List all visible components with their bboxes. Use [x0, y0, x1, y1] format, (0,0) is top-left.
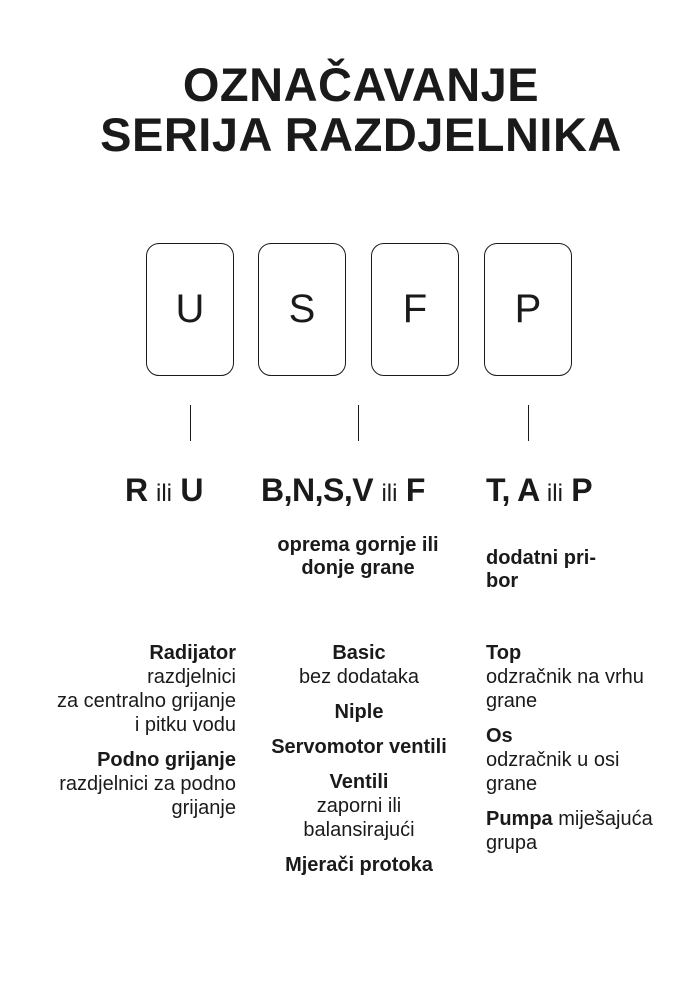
page-title: OZNAČAVANJE SERIJA RAZDJELNIKA: [0, 60, 700, 160]
entry-mjeraci: Mjerači protoka: [248, 853, 470, 877]
connector-line-3: [528, 405, 529, 441]
code-first-a: R: [125, 472, 148, 508]
code-second-a: B,N,S,V: [261, 472, 374, 508]
mjeraci-title: Mjerači protoka: [285, 854, 433, 876]
top-desc-1: odzračnik na vrhu: [486, 666, 644, 688]
note-third-line-2: bor: [486, 570, 519, 592]
code-second-b: F: [405, 472, 426, 508]
note-third: dodatni pri- bor: [486, 547, 646, 593]
top-title: Top: [486, 642, 522, 664]
radijator-desc-3: i pitku vodu: [134, 714, 236, 736]
title-line-2: SERIJA RAZDJELNIKA: [100, 108, 622, 161]
code-box-2: S: [258, 243, 346, 376]
ventili-desc-1: zaporni ili: [316, 795, 402, 817]
podno-desc-2: grijanje: [171, 797, 236, 819]
title-line-1: OZNAČAVANJE: [182, 58, 540, 111]
entry-os: Os odzračnik u osi grane: [486, 724, 686, 796]
code-third-a: T, A: [486, 472, 539, 508]
radijator-desc-1: razdjelnici: [147, 666, 236, 688]
basic-title: Basic: [332, 642, 386, 664]
code-box-3: F: [371, 243, 459, 376]
connector-line-2: [358, 405, 359, 441]
note-second-line-2: donje grane: [301, 557, 415, 579]
os-title: Os: [486, 725, 513, 747]
os-desc-1: odzračnik u osi: [486, 749, 620, 771]
ventili-title: Ventili: [329, 771, 389, 793]
middle-column: Basic bez dodataka Niple Servomotor vent…: [248, 641, 470, 888]
entry-radijator: Radijator razdjelnici za centralno grija…: [20, 641, 236, 737]
code-first-sep: ili: [156, 480, 172, 507]
servo-title: Servomotor ventili: [271, 736, 447, 758]
right-column: Top odzračnik na vrhu grane Os odzračnik…: [486, 641, 686, 866]
note-third-line-1: dodatni pri-: [486, 547, 596, 569]
code-box-4: P: [484, 243, 572, 376]
radijator-desc-2: za centralno grijanje: [57, 690, 236, 712]
left-column: Radijator razdjelnici za centralno grija…: [20, 641, 236, 831]
ventili-desc-2: balansirajući: [303, 819, 415, 841]
basic-desc: bez dodataka: [298, 666, 420, 688]
top-desc-2: grane: [486, 690, 538, 712]
podno-title: Podno grijanje: [97, 749, 236, 771]
os-desc-2: grane: [486, 773, 538, 795]
entry-ventili: Ventili zaporni ili balansirajući: [248, 770, 470, 842]
code-second-sep: ili: [381, 480, 398, 507]
code-first-b: U: [180, 472, 203, 508]
pumpa-title: Pumpa: [486, 808, 553, 830]
code-option-first: R ili U: [125, 472, 203, 512]
pumpa-desc-1: miješajuća: [558, 808, 653, 830]
code-option-second: B,N,S,V ili F: [261, 472, 425, 512]
podno-desc-1: razdjelnici za podno: [59, 773, 236, 795]
pumpa-desc-2: grupa: [486, 832, 538, 854]
niple-title: Niple: [334, 701, 384, 723]
connector-line-1: [190, 405, 191, 441]
note-second-line-1: oprema gornje ili: [277, 534, 439, 556]
code-box-1: U: [146, 243, 234, 376]
entry-niple: Niple: [248, 700, 470, 724]
code-third-b: P: [571, 472, 593, 508]
radijator-title: Radijator: [149, 642, 236, 664]
entry-servomotor: Servomotor ventili: [248, 735, 470, 759]
entry-pumpa: Pumpa miješajuća grupa: [486, 807, 686, 855]
entry-top: Top odzračnik na vrhu grane: [486, 641, 686, 713]
code-third-sep: ili: [546, 480, 563, 507]
note-second: oprema gornje ili donje grane: [262, 534, 454, 580]
entry-basic: Basic bez dodataka: [248, 641, 470, 689]
entry-podno: Podno grijanje razdjelnici za podno grij…: [20, 748, 236, 820]
code-option-third: T, A ili P: [486, 472, 593, 512]
